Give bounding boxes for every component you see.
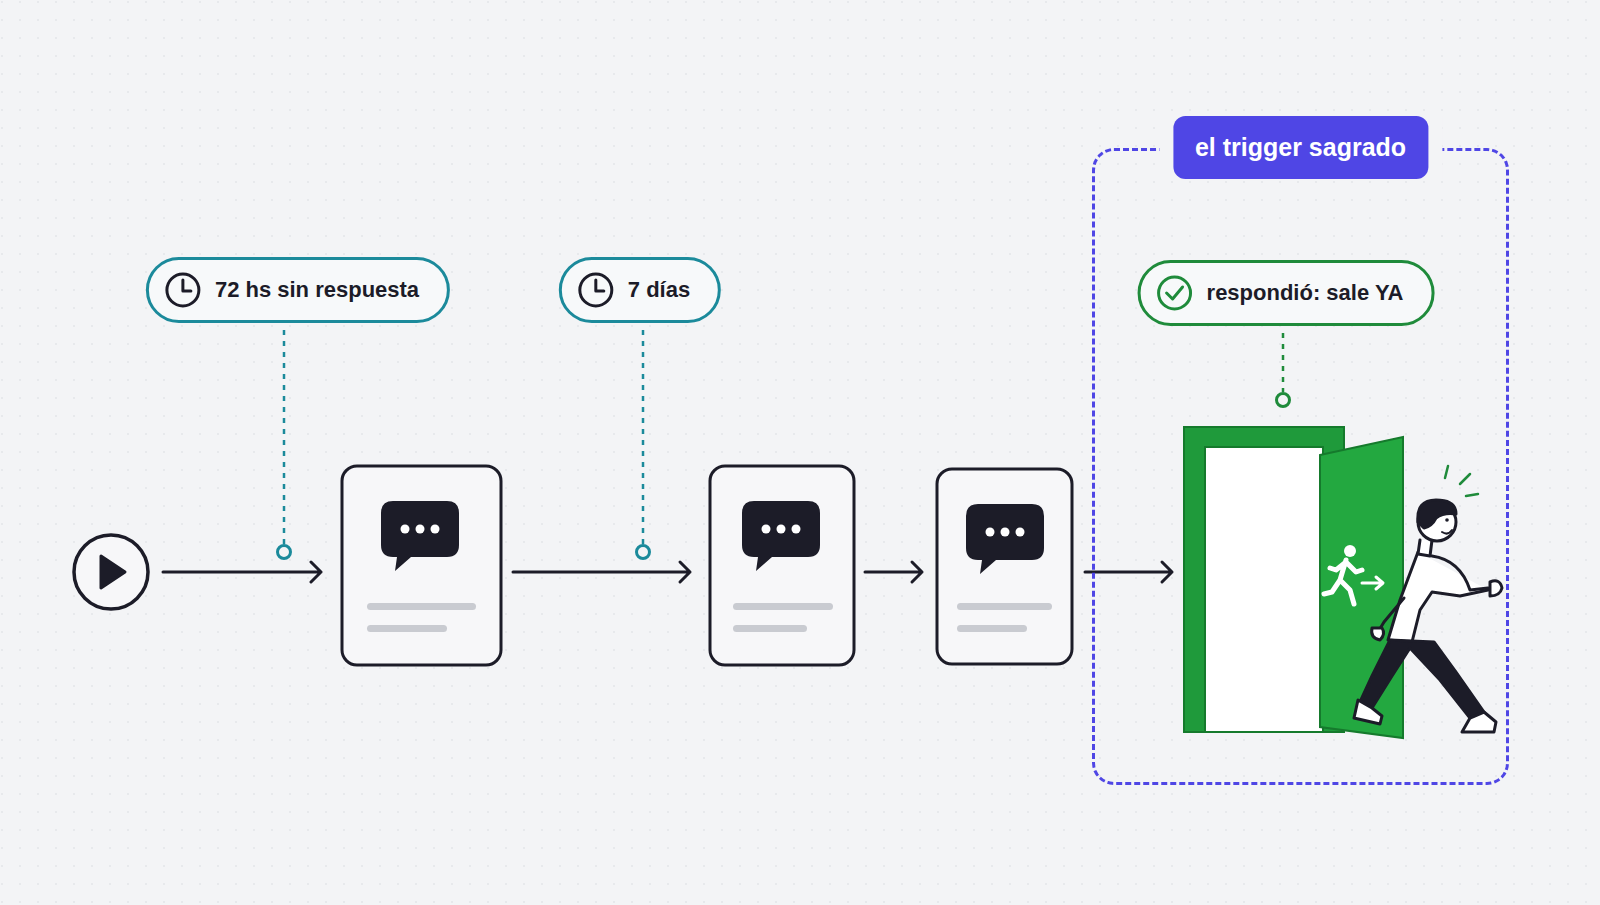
check-icon <box>1155 273 1195 313</box>
start-button <box>74 535 148 609</box>
condition-pill: 72 hs sin respuesta <box>146 257 450 323</box>
message-card <box>342 466 501 665</box>
leader-dot <box>278 546 291 559</box>
message-card <box>937 469 1072 664</box>
title-gap: el trigger sagrado <box>1159 116 1442 179</box>
leader-lines <box>284 330 1283 544</box>
message-card <box>710 466 854 665</box>
leader-dot <box>1277 394 1290 407</box>
condition-text: 72 hs sin respuesta <box>215 277 419 303</box>
condition-pill: 7 días <box>559 257 721 323</box>
group-title: el trigger sagrado <box>1173 116 1428 179</box>
condition-text: respondió: sale YA <box>1207 280 1404 306</box>
walking-person <box>1354 466 1502 732</box>
clock-icon <box>163 270 203 310</box>
condition-text: 7 días <box>628 277 690 303</box>
condition-pill: respondió: sale YA <box>1138 260 1435 326</box>
trigger-group: el trigger sagradorespondió: sale YA <box>1092 148 1509 785</box>
clock-icon <box>576 270 616 310</box>
leader-dot <box>637 546 650 559</box>
